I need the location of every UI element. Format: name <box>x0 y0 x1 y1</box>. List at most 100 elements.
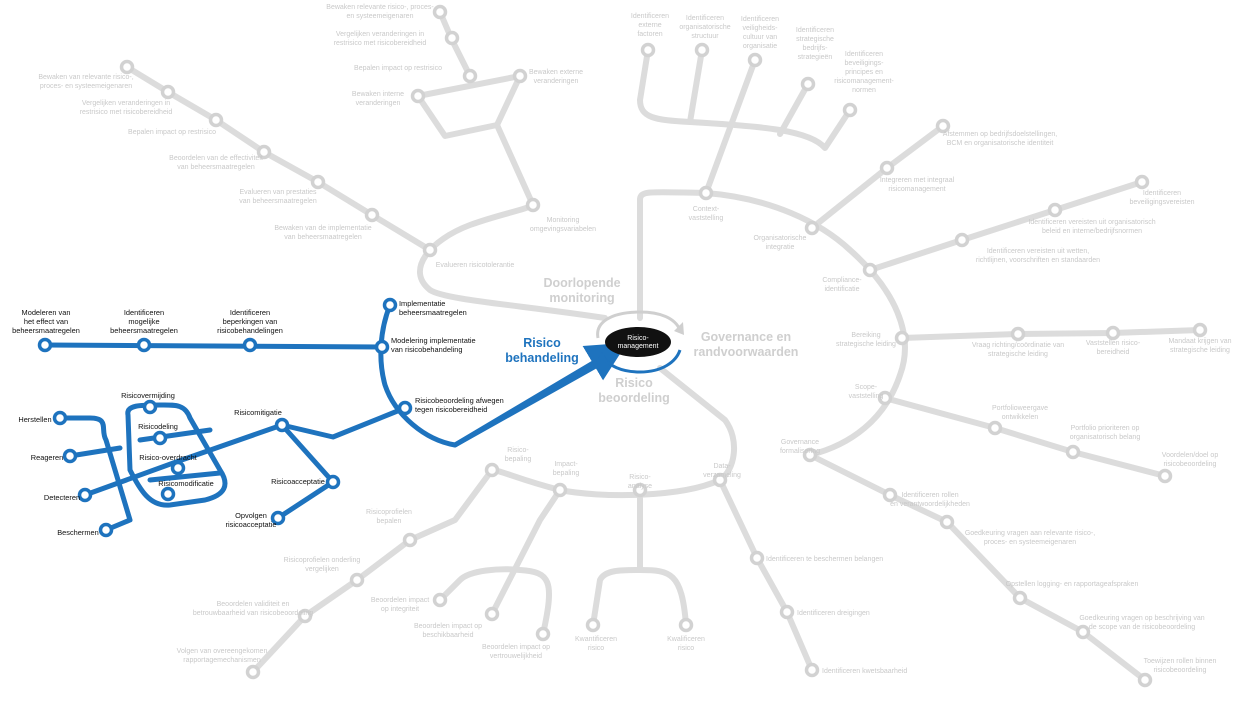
node[interactable] <box>712 472 728 488</box>
node-label: Herstellen <box>18 415 51 424</box>
node[interactable] <box>402 532 418 548</box>
node[interactable] <box>585 617 601 633</box>
label-line: Monitoring <box>547 217 580 224</box>
label-line: Toewijzen rollen binnen <box>1144 658 1217 665</box>
node[interactable] <box>462 68 478 84</box>
node[interactable] <box>862 262 878 278</box>
node-modeleren-effect[interactable] <box>37 337 53 353</box>
node[interactable] <box>877 390 893 406</box>
node-risicoacceptatie[interactable] <box>325 474 341 490</box>
label-line: Integreren met integraal <box>880 177 955 184</box>
label-line: Identificeren <box>230 308 270 317</box>
node[interactable] <box>954 232 970 248</box>
node[interactable] <box>432 592 448 608</box>
node[interactable] <box>1137 672 1153 688</box>
node-label: Impact-bepaling <box>553 461 580 477</box>
label-line: Afstemmen op bedrijfsdoelstellingen, <box>943 131 1057 138</box>
node[interactable] <box>879 160 895 176</box>
node[interactable] <box>310 174 326 190</box>
node-beschermen[interactable] <box>98 522 114 538</box>
node[interactable] <box>256 144 272 160</box>
node-opvolgen[interactable] <box>270 510 286 526</box>
node[interactable] <box>422 242 438 258</box>
node[interactable] <box>432 4 448 20</box>
node[interactable] <box>512 68 528 84</box>
node[interactable] <box>694 42 710 58</box>
center-node[interactable] <box>605 327 671 357</box>
node-label: Bepalen impact op restrisico <box>128 129 216 136</box>
label-line: behandeling <box>505 351 579 365</box>
node[interactable] <box>1047 202 1063 218</box>
label-line: beheersmaatregelen <box>12 326 80 335</box>
node[interactable] <box>297 608 313 624</box>
node[interactable] <box>804 220 820 236</box>
node[interactable] <box>842 102 858 118</box>
node[interactable] <box>800 76 816 92</box>
node[interactable] <box>640 42 656 58</box>
node[interactable] <box>802 447 818 463</box>
node[interactable] <box>1134 174 1150 190</box>
node[interactable] <box>160 84 176 100</box>
node[interactable] <box>1065 444 1081 460</box>
center-label: Risico-management <box>618 335 659 350</box>
node-afwegen[interactable] <box>397 400 413 416</box>
node[interactable] <box>678 617 694 633</box>
node[interactable] <box>1105 325 1121 341</box>
node-risicomodificatie[interactable] <box>160 486 176 502</box>
node[interactable] <box>894 330 910 346</box>
node-identificeren-beperkingen[interactable] <box>242 337 258 353</box>
node[interactable] <box>444 30 460 46</box>
label-line: Opstellen logging- en rapportageafsprake… <box>1006 581 1139 588</box>
node[interactable] <box>935 118 951 134</box>
node[interactable] <box>987 420 1003 436</box>
node[interactable] <box>349 572 365 588</box>
node-label: Context-vaststelling <box>689 206 724 222</box>
node-modelering[interactable] <box>374 339 390 355</box>
node[interactable] <box>882 487 898 503</box>
node[interactable] <box>484 606 500 622</box>
node[interactable] <box>804 662 820 678</box>
node[interactable] <box>1010 326 1026 342</box>
node[interactable] <box>749 550 765 566</box>
node[interactable] <box>779 604 795 620</box>
node-risicovermijding[interactable] <box>142 399 158 415</box>
node-identificeren-maatregelen[interactable] <box>136 337 152 353</box>
node[interactable] <box>747 52 763 68</box>
node[interactable] <box>119 59 135 75</box>
node-herstellen[interactable] <box>52 410 68 426</box>
label-line: Doorlopende <box>543 276 620 290</box>
node[interactable] <box>1192 322 1208 338</box>
node[interactable] <box>535 626 551 642</box>
label-line: monitoring <box>549 291 614 305</box>
node-risico-overdracht[interactable] <box>170 460 186 476</box>
node[interactable] <box>552 482 568 498</box>
node[interactable] <box>1075 624 1091 640</box>
node[interactable] <box>1157 468 1173 484</box>
node-risicomitigatie[interactable] <box>274 417 290 433</box>
label-line: BCM en organisatorische identiteit <box>947 140 1054 147</box>
node[interactable] <box>698 185 714 201</box>
node[interactable] <box>484 462 500 478</box>
node[interactable] <box>1012 590 1028 606</box>
node[interactable] <box>939 514 955 530</box>
label-line: Vergelijken veranderingen in <box>336 31 424 38</box>
node[interactable] <box>208 112 224 128</box>
label-line: Voordelen/doel op <box>1162 452 1219 459</box>
active-nodes <box>37 297 413 538</box>
label-line: structuur <box>691 33 719 40</box>
node-reageren[interactable] <box>62 448 78 464</box>
node[interactable] <box>364 207 380 223</box>
node[interactable] <box>632 482 648 498</box>
node[interactable] <box>410 88 426 104</box>
label-line: Kwantificeren <box>575 636 617 643</box>
node[interactable] <box>245 664 261 680</box>
label-line: strategische leiding <box>1170 347 1230 354</box>
label-line: organisatorische <box>679 24 730 31</box>
node-detecteren[interactable] <box>77 487 93 503</box>
node-risicodeling[interactable] <box>152 430 168 446</box>
node[interactable] <box>525 197 541 213</box>
node-implementatie[interactable] <box>382 297 398 313</box>
label-line: veiligheids- <box>742 25 778 32</box>
